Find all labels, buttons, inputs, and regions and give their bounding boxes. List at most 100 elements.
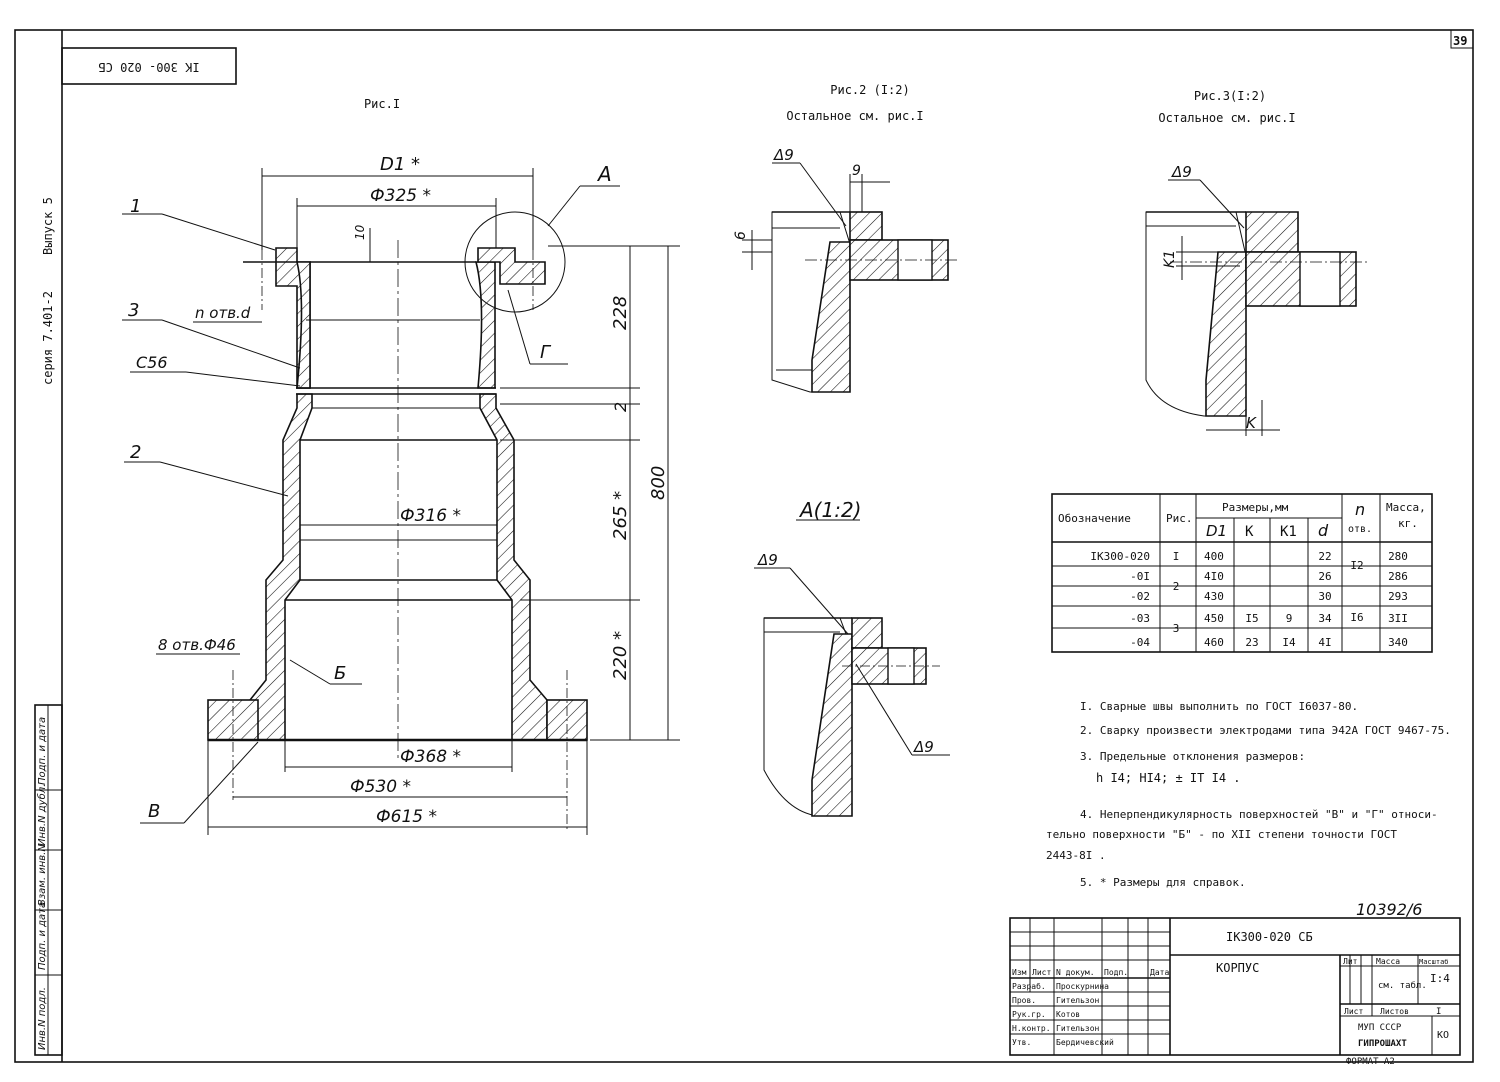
th-sizes: Размеры,мм bbox=[1222, 501, 1289, 514]
table-cell-designation: -04 bbox=[1130, 636, 1150, 649]
callout-V: В bbox=[148, 801, 160, 822]
callout-G: Г bbox=[540, 342, 552, 363]
table-cell-d: 30 bbox=[1318, 590, 1331, 603]
fig3-k: K bbox=[1246, 414, 1257, 432]
table-cell-d: 22 bbox=[1318, 550, 1331, 563]
note-4c: 2443-8I . bbox=[1046, 849, 1106, 862]
table-cell-d1: 400 bbox=[1204, 550, 1224, 563]
dim-368: Ф368 * bbox=[400, 747, 461, 767]
side-stamp-label-4: Подп. и дата bbox=[37, 902, 48, 970]
th-d1: D1 bbox=[1206, 522, 1227, 540]
callout-B: Б bbox=[334, 663, 346, 684]
tb-person: Бердичевский bbox=[1056, 1038, 1114, 1047]
size-table: Обозначение Рис. Размеры,мм D1 K K1 d n … bbox=[1051, 493, 1433, 653]
callout-holes-n: n отв.d bbox=[195, 304, 251, 322]
table-cell-mass: 293 bbox=[1388, 590, 1408, 603]
table-cell-d1: 430 bbox=[1204, 590, 1224, 603]
tb-org-2: ГИПРОШАХТ bbox=[1358, 1039, 1407, 1049]
th-k: K bbox=[1245, 524, 1254, 540]
callout-A: А bbox=[596, 162, 612, 186]
tb-name: КОРПУС bbox=[1216, 961, 1259, 975]
dim-530: Ф530 * bbox=[350, 777, 411, 797]
tb-role: Разраб. bbox=[1012, 981, 1046, 991]
th-k1: K1 bbox=[1280, 524, 1297, 540]
th-fig: Рис. bbox=[1166, 512, 1193, 525]
dim-d1: D1 * bbox=[380, 154, 420, 175]
table-cell-fig: 3 bbox=[1173, 622, 1180, 635]
callout-3: 3 bbox=[128, 300, 139, 321]
stamp-code: IK 300- 020 СБ bbox=[98, 60, 199, 74]
detailA-weld-bottom: Δ9 bbox=[913, 738, 934, 756]
side-series: серия 7.401-2 bbox=[41, 291, 55, 385]
note-2: 2. Сварку произвести электродами типа Э4… bbox=[1080, 724, 1451, 737]
tb-lit: Лит bbox=[1343, 957, 1358, 966]
note-4a: 4. Неперпендикулярность поверхностей "В"… bbox=[1080, 808, 1438, 821]
table-cell-n: I6 bbox=[1350, 611, 1363, 624]
title-block: Изм Лист N докум. Подп. Дата Разраб.Прос… bbox=[1009, 917, 1461, 1067]
table-cell-k1: 9 bbox=[1286, 612, 1293, 625]
th-n: n bbox=[1355, 500, 1365, 519]
th-designation: Обозначение bbox=[1058, 512, 1131, 525]
detailA-weld-top: Δ9 bbox=[757, 551, 778, 569]
table-cell-d1: 450 bbox=[1204, 612, 1224, 625]
tb-col-date: Дата bbox=[1150, 968, 1169, 977]
th-d: d bbox=[1318, 521, 1329, 540]
table-cell-mass: 280 bbox=[1388, 550, 1408, 563]
tb-role: Рук.гр. bbox=[1012, 1010, 1046, 1019]
fig3-title: Рис.3(I:2) bbox=[1194, 89, 1266, 103]
note-5: 5. * Размеры для справок. bbox=[1080, 876, 1246, 889]
fig2-dim9: 9 bbox=[852, 163, 861, 179]
tb-sheets-label: Листов bbox=[1380, 1007, 1409, 1016]
dim-220: 220 * bbox=[610, 631, 631, 680]
th-mass: Масса, bbox=[1386, 501, 1426, 514]
fig1-title: Рис.I bbox=[364, 97, 400, 111]
dim-800: 800 bbox=[648, 466, 669, 500]
tb-sheet-label: Лист bbox=[1344, 1007, 1363, 1016]
note-3: 3. Предельные отклонения размеров: bbox=[1080, 750, 1305, 763]
th-mass-sub: кг. bbox=[1398, 517, 1418, 530]
table-cell-designation: -02 bbox=[1130, 590, 1150, 603]
table-cell-k: I5 bbox=[1245, 612, 1258, 625]
tb-roles: Разраб.ПроскурнинаПров.ГительзонРук.гр.К… bbox=[1012, 981, 1114, 1047]
callout-2: 2 bbox=[130, 442, 141, 463]
callout-1: 1 bbox=[130, 196, 141, 217]
fig3-subtitle: Остальное см. рис.I bbox=[1158, 111, 1295, 125]
tb-mass-label: Масса bbox=[1376, 957, 1400, 966]
dim-316: Ф316 * bbox=[400, 506, 461, 526]
fig2-title: Рис.2 (I:2) bbox=[830, 83, 909, 97]
table-cell-d1: 4I0 bbox=[1204, 570, 1224, 583]
table-cell-mass: 340 bbox=[1388, 636, 1408, 649]
side-stamp-label-2: Инв.N дубл. bbox=[36, 784, 48, 846]
tb-person: Проскурнина bbox=[1056, 982, 1109, 991]
tb-mass-value: см. табл. bbox=[1378, 980, 1427, 991]
tb-col-sign: Подп. bbox=[1104, 968, 1128, 977]
table-cell-designation: -03 bbox=[1130, 612, 1150, 625]
table-cell-mass: 3II bbox=[1388, 612, 1408, 625]
detailA-title: А(1:2) bbox=[798, 498, 861, 522]
note-1: I. Сварные швы выполнить по ГОСТ I6037-8… bbox=[1080, 700, 1358, 713]
table-cell-k1: I4 bbox=[1282, 636, 1296, 649]
figure-2: Рис.2 (I:2) Остальное см. рис.I Δ9 9 6 bbox=[733, 83, 960, 393]
table-cell-d1: 460 bbox=[1204, 636, 1224, 649]
dim-615: Ф615 * bbox=[376, 807, 437, 827]
dim-228: 228 bbox=[610, 296, 631, 330]
table-cell-fig: I bbox=[1173, 550, 1180, 563]
tb-col-list: Лист bbox=[1032, 968, 1051, 977]
table-cell-designation: IK300-020 bbox=[1090, 550, 1150, 563]
note-4b: тельно поверхности "Б" - по XII степени … bbox=[1046, 828, 1397, 841]
th-n-sub: отв. bbox=[1348, 524, 1372, 535]
fig3-k1: K1 bbox=[1162, 250, 1178, 268]
table-cell-mass: 286 bbox=[1388, 570, 1408, 583]
fig2-subtitle: Остальное см. рис.I bbox=[786, 109, 923, 123]
callout-holes-8: 8 отв.Ф46 bbox=[158, 636, 236, 654]
notes: I. Сварные швы выполнить по ГОСТ I6037-8… bbox=[1046, 700, 1451, 889]
side-stamp-label-5: Инв.N подл. bbox=[37, 987, 48, 1050]
table-cell-d: 34 bbox=[1318, 612, 1332, 625]
tb-role: Пров. bbox=[1012, 996, 1036, 1005]
figure-1: Рис.I А bbox=[122, 97, 680, 835]
tb-col-izm: Изм bbox=[1012, 968, 1027, 977]
side-stamp-label-3: Взам. инв.N bbox=[37, 844, 48, 906]
tb-role: Утв. bbox=[1012, 1038, 1031, 1047]
tb-org-1: МУП СССР bbox=[1358, 1023, 1402, 1033]
